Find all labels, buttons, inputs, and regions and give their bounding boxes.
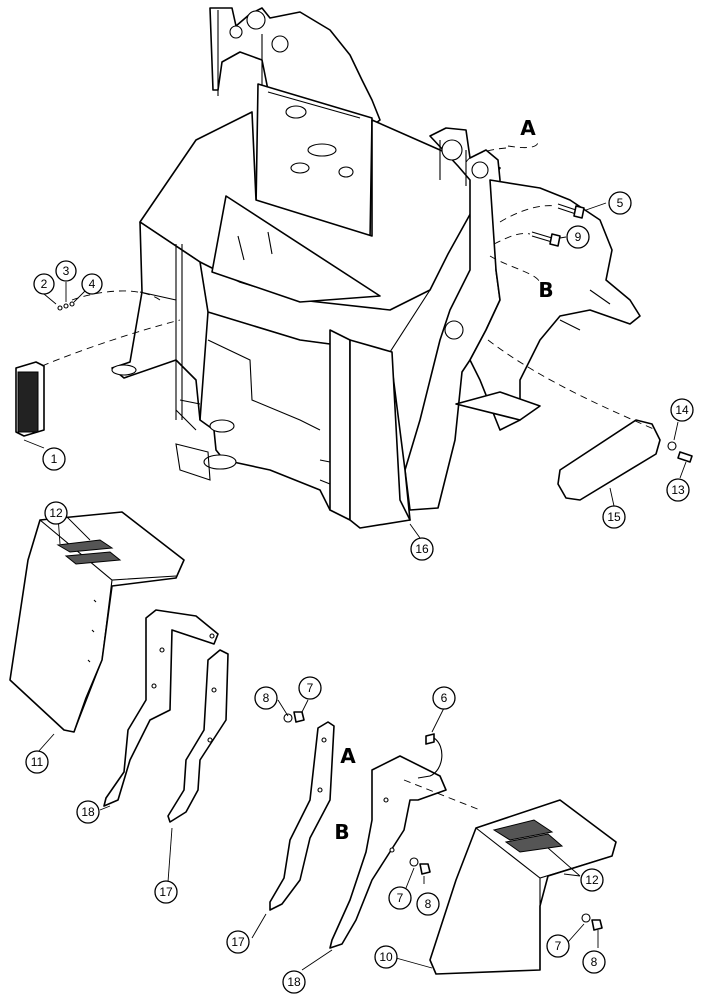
svg-text:15: 15 [607,510,621,524]
callout-7-mid: 7 [388,886,412,910]
svg-text:3: 3 [63,264,70,278]
svg-text:12: 12 [49,506,63,520]
svg-text:9: 9 [575,230,582,244]
mount-bracket-right-18 [329,755,481,949]
callout-8-bottom: 8 [582,950,606,974]
svg-text:4: 4 [89,277,96,291]
svg-text:7: 7 [307,681,314,695]
svg-text:18: 18 [287,975,301,989]
fender-left [9,511,185,733]
ref-b-mount: B [334,820,349,844]
svg-text:2: 2 [41,277,48,291]
svg-text:10: 10 [379,950,393,964]
callout-18-right: 18 [282,970,306,994]
callout-11: 11 [25,750,49,774]
mount-bracket-left-18 [103,609,219,807]
callout-12-left: 12 [44,501,68,525]
bumper-pad [15,290,181,437]
callout-8-mid: 8 [416,892,440,916]
bolt-6 [417,733,443,779]
callout-2: 2 [33,273,55,295]
hardware-7-8 [283,711,603,931]
callout-9: 9 [566,225,590,249]
callout-1: 1 [42,447,66,471]
svg-text:1: 1 [51,452,58,466]
callout-17-right: 17 [226,930,250,954]
callout-16: 16 [410,537,434,561]
callout-13: 13 [666,478,690,502]
reference-marks: A B A B [334,116,553,844]
svg-text:16: 16 [415,542,429,556]
svg-text:5: 5 [617,196,624,210]
callout-14: 14 [670,398,694,422]
callout-3: 3 [55,260,77,282]
svg-text:6: 6 [441,691,448,705]
svg-text:18: 18 [81,805,95,819]
fender-right [429,799,617,975]
callout-15: 15 [602,505,626,529]
hardware-set-2-3-4 [57,301,75,311]
svg-text:7: 7 [397,891,404,905]
svg-text:8: 8 [425,897,432,911]
svg-text:14: 14 [675,403,689,417]
svg-text:13: 13 [671,483,685,497]
svg-text:12: 12 [585,873,599,887]
svg-text:17: 17 [231,935,245,949]
svg-text:11: 11 [31,755,44,769]
loader-frame [111,7,641,529]
callout-4: 4 [81,273,103,295]
callout-12-right: 12 [580,868,604,892]
ref-b-frame: B [538,278,553,302]
callout-18-left: 18 [76,800,100,824]
bolt-9 [493,231,561,247]
ref-a-frame: A [520,116,536,140]
svg-text:8: 8 [591,955,598,969]
cover-plate [487,339,693,501]
callout-17-left: 17 [154,880,178,904]
ref-a-mount: A [340,744,356,768]
callout-7-bottom: 7 [546,934,570,958]
svg-text:7: 7 [555,939,562,953]
callout-5: 5 [608,191,632,215]
mount-bracket-left-17 [167,649,229,823]
svg-text:17: 17 [159,885,173,899]
callout-10: 10 [374,945,398,969]
mount-bracket-right-17 [269,721,335,911]
leader-lines [23,202,687,971]
bolt-5 [499,203,585,223]
callout-7-top: 7 [298,676,322,700]
svg-text:8: 8 [263,691,270,705]
callout-6: 6 [432,686,456,710]
callout-8-top: 8 [254,686,278,710]
